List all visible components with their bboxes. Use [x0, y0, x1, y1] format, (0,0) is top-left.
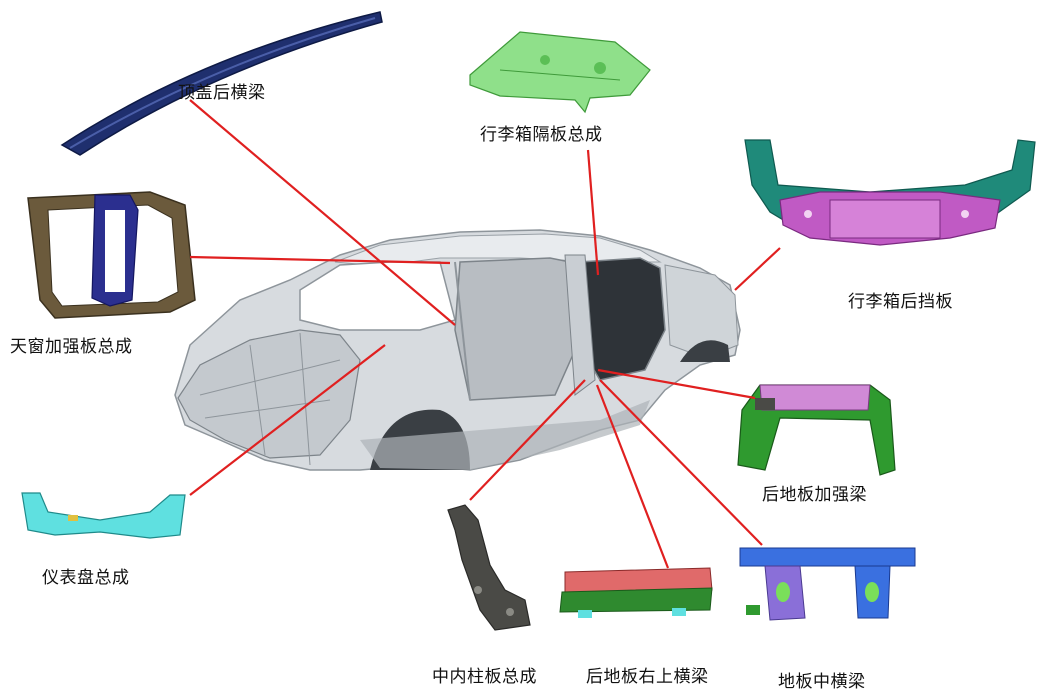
roof-rear-beam-part [60, 11, 383, 156]
leader-pillar-inner [469, 379, 586, 501]
sunroof-frame-part [27, 191, 196, 319]
label-sunroof-frame: 天窗加强板总成 [10, 337, 133, 357]
leader-trunk-rear-panel [734, 247, 781, 291]
label-trunk-rear-panel: 行李箱后挡板 [848, 292, 953, 312]
car-body-in-white [174, 229, 741, 471]
leader-lines [189, 99, 781, 569]
leader-dashboard [189, 344, 386, 496]
pillar-inner-part [447, 504, 531, 631]
trunk-partition-part [469, 31, 651, 114]
label-dashboard: 仪表盘总成 [42, 568, 130, 588]
label-floor-mid-beam: 地板中横梁 [778, 672, 866, 692]
leader-floor-mid [599, 379, 763, 546]
rear-floor-upper-beam-part [559, 567, 713, 618]
leader-rear-floor-upper [595, 384, 670, 569]
leader-trunk-partition [586, 149, 600, 276]
label-trunk-partition: 行李箱隔板总成 [480, 125, 603, 145]
label-pillar-inner: 中内柱板总成 [432, 667, 537, 687]
leader-roof-rear-beam [189, 99, 456, 326]
trunk-rear-panel-part [744, 139, 1036, 246]
leader-rear-floor-reinforcement [597, 368, 756, 400]
floor-mid-beam-part [739, 547, 916, 621]
leader-sunroof-frame [189, 255, 451, 265]
rear-floor-reinforcement-part [737, 384, 896, 476]
label-rear-floor-upper-beam: 后地板右上横梁 [586, 667, 709, 687]
label-rear-floor-reinforcement: 后地板加强梁 [762, 485, 867, 505]
label-roof-rear-beam: 顶盖后横梁 [178, 83, 266, 103]
dashboard-part [21, 492, 186, 539]
